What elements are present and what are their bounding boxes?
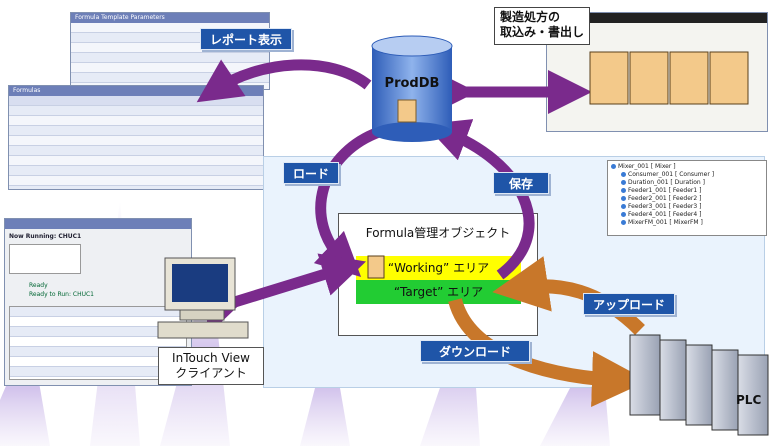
screenshot-row bbox=[10, 327, 186, 337]
database-icon bbox=[371, 35, 453, 142]
intouch-now-running: Now Running: CHUC1 bbox=[9, 233, 82, 240]
screenshot-row bbox=[71, 43, 269, 53]
computer-icon bbox=[157, 257, 249, 339]
load-label: ロード bbox=[283, 162, 339, 184]
intouch-screenshot-header bbox=[5, 219, 191, 229]
tree-root[interactable]: Mixer_001 [ Mixer ] bbox=[611, 163, 763, 171]
tree-node-icon bbox=[611, 164, 616, 169]
save-arrow bbox=[424, 119, 535, 280]
formula-object-title: Formula管理オブジェクト bbox=[365, 226, 511, 240]
tree-item-label: Feeder4_001 [ Feeder4 ] bbox=[628, 211, 702, 218]
screenshot-row bbox=[71, 73, 269, 83]
screenshot-row bbox=[9, 136, 263, 146]
screenshot-row bbox=[10, 367, 186, 377]
intouch-object-arrow bbox=[197, 253, 367, 333]
tree-node-icon bbox=[621, 188, 626, 193]
report-label: レポート表示 bbox=[200, 28, 292, 50]
screenshot-row bbox=[71, 33, 269, 43]
screenshot-row bbox=[10, 337, 186, 347]
recipe-io-line2: 取込み・書出し bbox=[500, 25, 585, 39]
tree-item-label: Duration_001 [ Duration ] bbox=[628, 179, 705, 186]
working-area-label: “Working” エリア bbox=[387, 261, 490, 275]
screenshot-row bbox=[9, 176, 263, 186]
recipe-io-line1: 製造処方の bbox=[500, 10, 561, 24]
intouch-ready: Ready bbox=[29, 282, 48, 289]
working-document-icon bbox=[367, 255, 385, 279]
screenshot-row bbox=[9, 156, 263, 166]
screenshot-header-row bbox=[9, 96, 263, 106]
tree-item[interactable]: MixerFM_001 [ MixerFM ] bbox=[611, 219, 763, 227]
object-tree: Mixer_001 [ Mixer ] Consumer_001 [ Consu… bbox=[607, 160, 767, 236]
screenshot-row bbox=[9, 106, 263, 116]
tree-node-icon bbox=[621, 196, 626, 201]
intouch-line1: InTouch View bbox=[172, 351, 250, 365]
formulas-screenshot: Formulas bbox=[8, 85, 264, 190]
params-screenshot-title: Formula Template Parameters bbox=[71, 13, 269, 23]
intouch-list bbox=[9, 244, 81, 274]
tree-node-icon bbox=[621, 180, 626, 185]
intouch-ready-to-run: Ready to Run: CHUC1 bbox=[29, 291, 94, 298]
screenshot-row bbox=[71, 23, 269, 33]
tree-root-label: Mixer_001 [ Mixer ] bbox=[618, 163, 676, 170]
tree-item-label: MixerFM_001 [ MixerFM ] bbox=[628, 219, 703, 226]
tree-item[interactable]: Feeder4_001 [ Feeder4 ] bbox=[611, 211, 763, 219]
tree-node-icon bbox=[621, 204, 626, 209]
tree-item-label: Consumer_001 [ Consumer ] bbox=[628, 171, 715, 178]
screenshot-row bbox=[10, 347, 186, 357]
report-arrow bbox=[196, 59, 372, 103]
plc-label: PLC bbox=[736, 393, 762, 407]
tree-item[interactable]: Consumer_001 [ Consumer ] bbox=[611, 171, 763, 179]
tree-item-label: Feeder2_001 [ Feeder2 ] bbox=[628, 195, 702, 202]
screenshot-row bbox=[10, 357, 186, 367]
screenshot-row bbox=[9, 186, 263, 189]
intouch-screenshot: Now Running: CHUC1 Ready Ready to Run: C… bbox=[4, 218, 192, 386]
plc-icon bbox=[629, 334, 769, 436]
intouch-client-note: InTouch View クライアント bbox=[158, 347, 264, 385]
intouch-line2: クライアント bbox=[175, 366, 247, 380]
screenshot-row bbox=[71, 63, 269, 73]
tree-item[interactable]: Feeder2_001 [ Feeder2 ] bbox=[611, 195, 763, 203]
tree-node-icon bbox=[621, 220, 626, 225]
screenshot-row bbox=[9, 126, 263, 136]
screenshot-row bbox=[10, 317, 186, 327]
download-label: ダウンロード bbox=[420, 340, 530, 362]
tree-item-label: Feeder3_001 [ Feeder3 ] bbox=[628, 203, 702, 210]
tree-node-icon bbox=[621, 172, 626, 177]
document-icons bbox=[589, 51, 749, 105]
tree-item[interactable]: Duration_001 [ Duration ] bbox=[611, 179, 763, 187]
tree-node-icon bbox=[621, 212, 626, 217]
tree-item-label: Feeder1_001 [ Feeder1 ] bbox=[628, 187, 702, 194]
save-label: 保存 bbox=[493, 172, 549, 194]
tree-item[interactable]: Feeder3_001 [ Feeder3 ] bbox=[611, 203, 763, 211]
screenshot-row bbox=[9, 116, 263, 126]
formulas-screenshot-title: Formulas bbox=[9, 86, 263, 96]
upload-arrow bbox=[492, 256, 645, 335]
screenshot-row bbox=[71, 53, 269, 63]
screenshot-row bbox=[9, 166, 263, 176]
tree-item[interactable]: Feeder1_001 [ Feeder1 ] bbox=[611, 187, 763, 195]
recipe-io-note: 製造処方の 取込み・書出し bbox=[494, 7, 590, 45]
intouch-table bbox=[9, 306, 187, 380]
screenshot-row bbox=[10, 307, 186, 317]
prod-db-label: ProdDB bbox=[384, 76, 440, 91]
upload-label: アップロード bbox=[583, 293, 675, 315]
load-arrow bbox=[313, 124, 387, 278]
target-area-label: “Target” エリア bbox=[393, 285, 484, 299]
recipe-screenshot-header bbox=[547, 13, 767, 23]
screenshot-row bbox=[9, 146, 263, 156]
